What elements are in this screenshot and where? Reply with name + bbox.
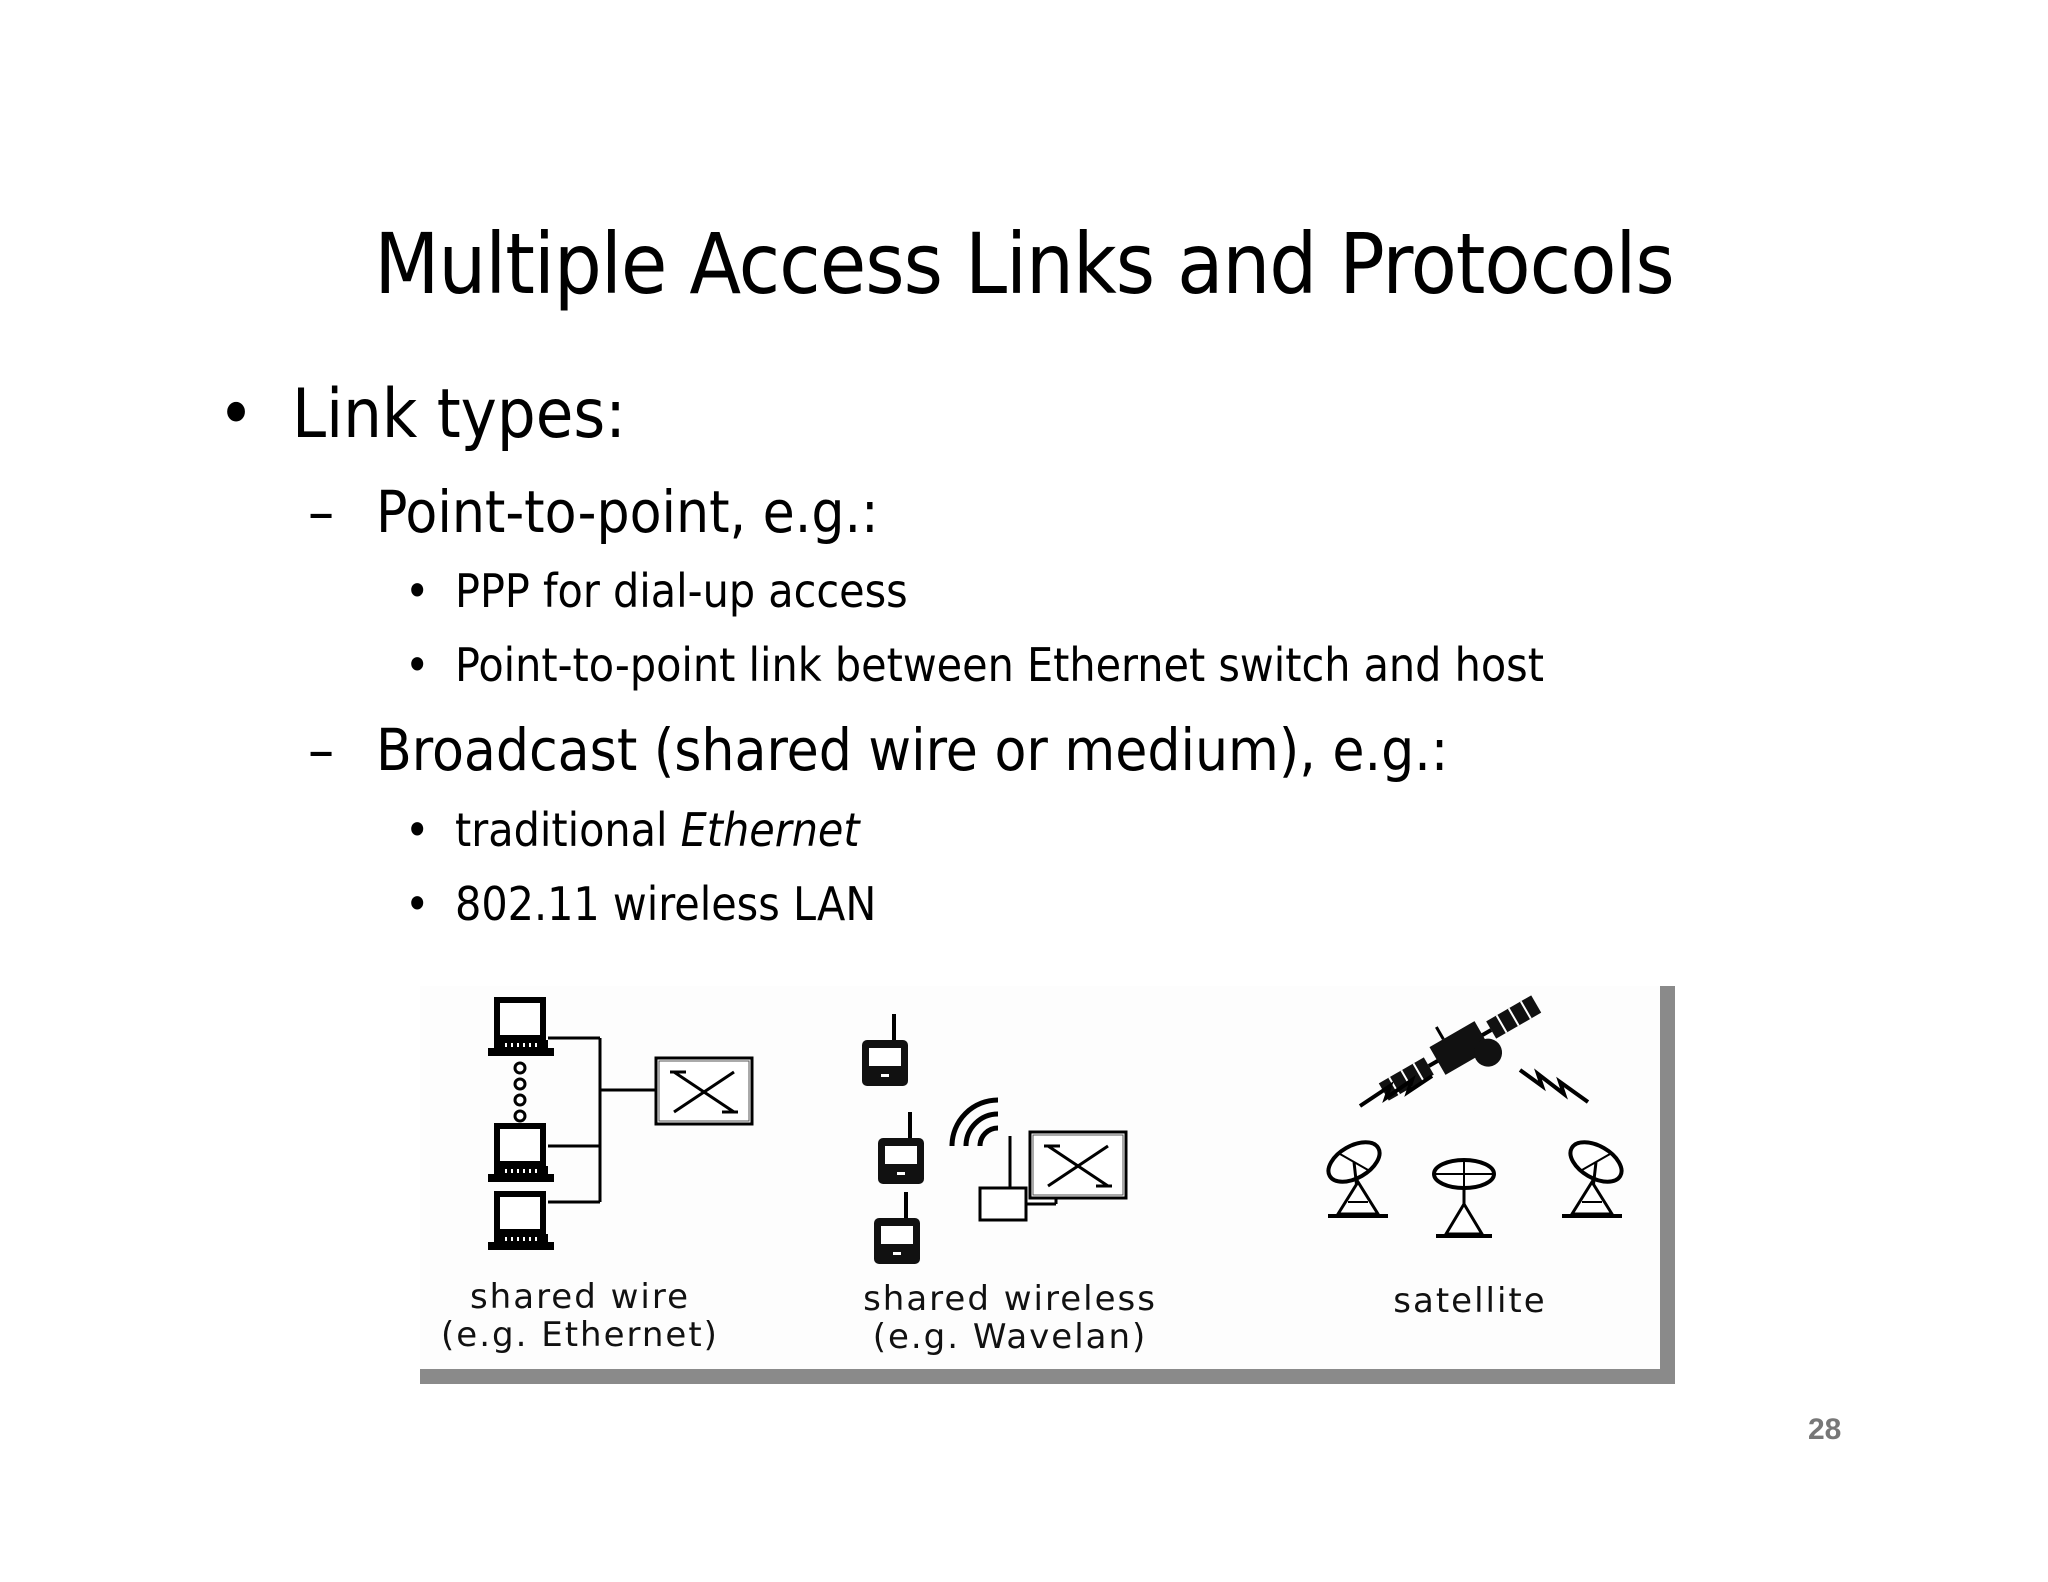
broadcast-heading: Broadcast (shared wire or medium) [376, 716, 1300, 784]
label-shared-wireless: shared wireless (e.g. Wavelan) [863, 1279, 1157, 1357]
bullet-mark: • [405, 877, 430, 931]
broadcast-suffix: , e.g.: [1299, 716, 1449, 784]
link-types-figure: shared wire (e.g. Ethernet) shared wirel… [420, 986, 1675, 1384]
switch-icon [1028, 1130, 1128, 1200]
satellite-icon [1378, 995, 1542, 1101]
list-item-text: Point-to-point link between Ethernet swi… [455, 638, 1544, 692]
bullet-mark: • [218, 375, 255, 454]
dash-mark: – [308, 478, 335, 546]
bullet-text: Link types: [292, 375, 626, 454]
wireless-terminal-icon [860, 1012, 910, 1088]
p2p-suffix: , e.g.: [729, 478, 879, 546]
figure-art [420, 995, 1631, 1266]
bullet-mark: • [405, 564, 430, 618]
satellite-dish-icon [1560, 1132, 1631, 1218]
dash-mark: – [308, 716, 335, 784]
satellite-dish-icon [1432, 1158, 1496, 1238]
signal-zigzag [1358, 1068, 1590, 1108]
shared-wireless-diagram [860, 1012, 1128, 1266]
ethernet-em: Ethernet [680, 803, 860, 857]
label-satellite: satellite [1393, 1281, 1547, 1321]
figure-shadow-bottom [420, 1369, 1675, 1384]
label-shared-wire: shared wire (e.g. Ethernet) [441, 1277, 719, 1355]
bullet-mark: • [405, 638, 430, 692]
list-item-text: PPP for dial-up access [455, 564, 908, 618]
bullet-mark: • [405, 803, 430, 857]
traditional-prefix: traditional [455, 803, 681, 857]
wireless-terminal-icon [872, 1190, 922, 1266]
list-item-text: 802.11 wireless LAN [455, 877, 877, 931]
satellite-dish-icon [1319, 1132, 1390, 1218]
computer-icon [488, 1194, 554, 1250]
access-point-icon [978, 1136, 1058, 1222]
satellite-diagram [1319, 995, 1631, 1238]
computer-icon [488, 1000, 554, 1056]
slide-title: Multiple Access Links and Protocols [374, 215, 1675, 313]
wave-arcs [949, 1097, 999, 1147]
computer-icon [488, 1126, 554, 1182]
figure-shadow-right [1660, 986, 1675, 1384]
wireless-terminal-icon [876, 1110, 926, 1186]
p2p-heading: Point-to-point [376, 478, 730, 546]
shared-wire-diagram [488, 1000, 754, 1250]
switch-icon [654, 1056, 754, 1126]
bus-wire [548, 1036, 656, 1204]
page-number: 28 [1808, 1413, 1842, 1446]
ellipsis-dots [513, 1061, 527, 1123]
